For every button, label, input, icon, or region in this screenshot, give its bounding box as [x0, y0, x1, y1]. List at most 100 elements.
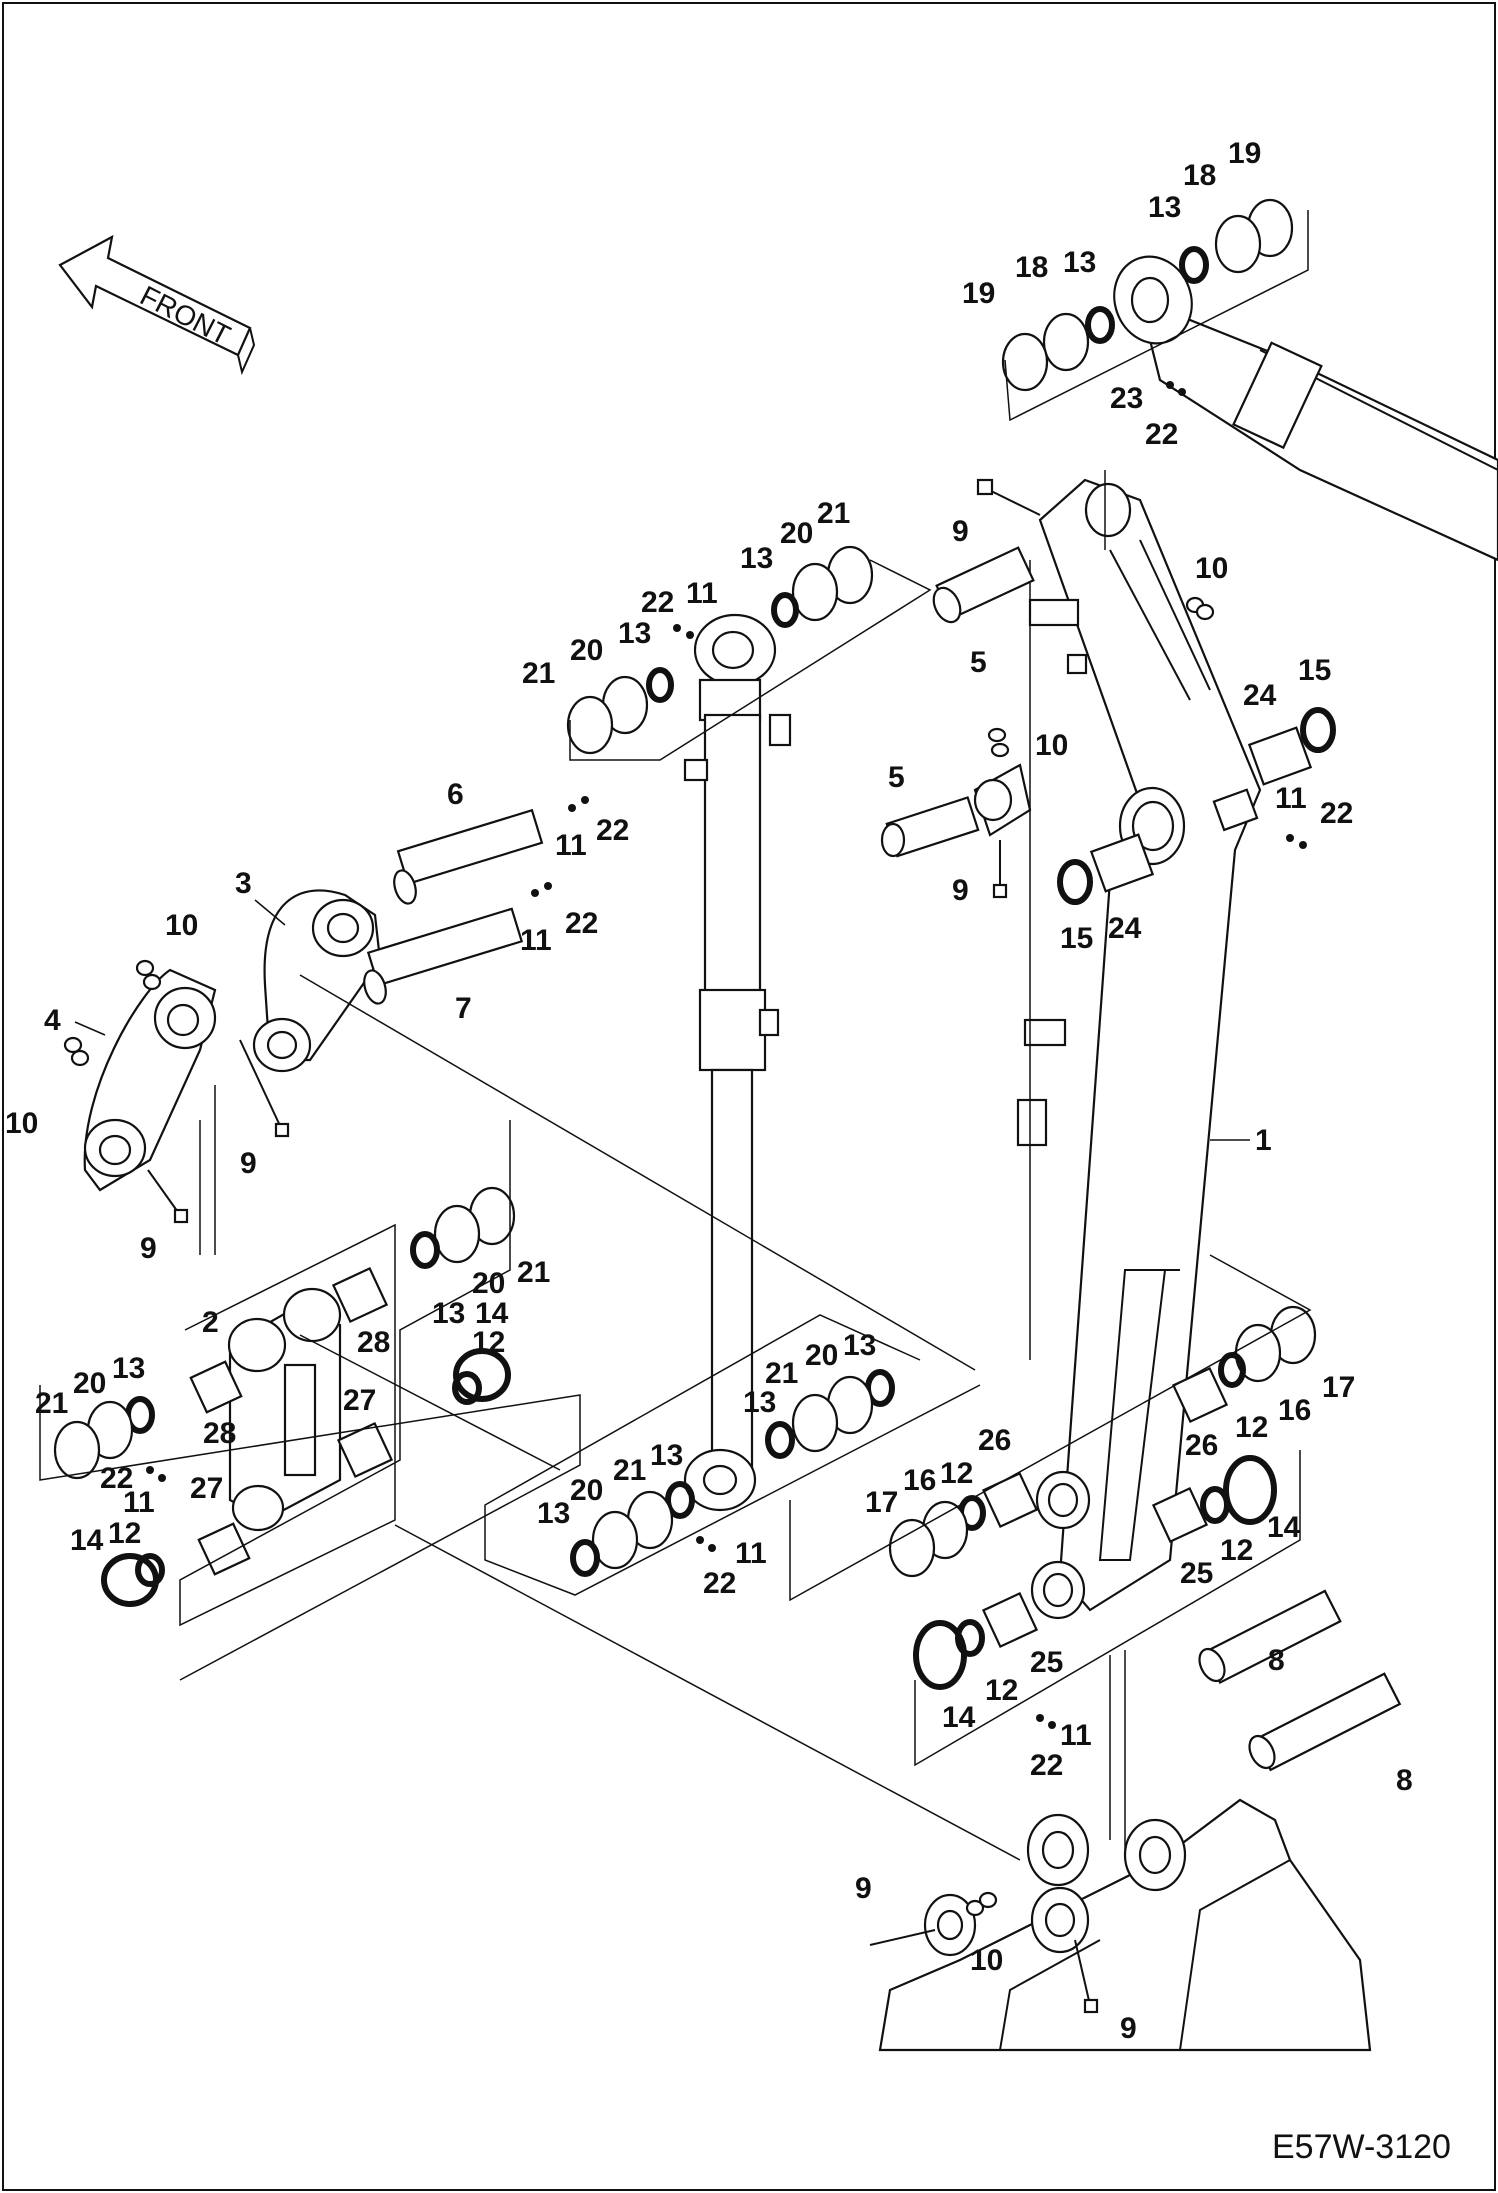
callout-17-a: 17	[1322, 1371, 1355, 1404]
callout-11-d: 11	[1275, 782, 1307, 815]
pin-5-upper	[932, 546, 1035, 624]
callout-21-c: 21	[517, 1256, 550, 1289]
callout-11-a: 11	[686, 577, 718, 610]
callout-16-b: 16	[903, 1464, 936, 1497]
callout-22-d: 22	[565, 907, 598, 940]
pins-8	[1198, 1589, 1402, 1772]
callout-22-b: 22	[641, 586, 674, 619]
callout-12-c: 12	[940, 1457, 973, 1490]
callout-2: 2	[202, 1306, 219, 1339]
callout-9-a: 9	[952, 515, 969, 548]
callout-11-f: 11	[735, 1537, 767, 1570]
pin-shims-top	[1001, 198, 1309, 422]
callout-9-d: 9	[140, 1232, 157, 1265]
callout-4: 4	[44, 1004, 61, 1037]
callout-20-c: 20	[472, 1267, 505, 1300]
callout-9-b: 9	[952, 874, 969, 907]
callout-11-b: 11	[555, 829, 587, 862]
callout-22-e: 22	[1320, 797, 1353, 830]
callout-10-e: 10	[970, 1944, 1003, 1977]
callout-23: 23	[1110, 382, 1143, 415]
boom-cylinder-rod	[1113, 255, 1498, 562]
callout-24-b: 24	[1108, 912, 1142, 945]
callout-13-f: 13	[112, 1352, 145, 1385]
shim-stack-left	[39, 1120, 581, 1681]
callout-14-c: 14	[1267, 1511, 1301, 1544]
callout-13-g: 13	[843, 1329, 876, 1362]
callout-9-c: 9	[240, 1147, 257, 1180]
callout-21-b: 21	[522, 657, 555, 690]
shim-stack-cylinder-bottom	[484, 1314, 981, 1596]
callout-20-d: 20	[73, 1367, 106, 1400]
bolt-9-upper	[976, 478, 1041, 516]
front-label: FRONT	[135, 280, 235, 351]
callout-19-a: 19	[1228, 137, 1261, 170]
nut-10	[1185, 596, 1215, 621]
callout-12-f: 12	[985, 1674, 1018, 1707]
callout-10-d: 10	[5, 1107, 38, 1140]
callout-11-g: 11	[1060, 1719, 1092, 1752]
callout-12-d: 12	[1235, 1411, 1268, 1444]
callout-20-b: 20	[570, 634, 603, 667]
callout-20-a: 20	[780, 517, 813, 550]
callout-3: 3	[235, 867, 252, 900]
callout-8-b: 8	[1396, 1764, 1413, 1797]
callout-25-a: 25	[1180, 1557, 1213, 1590]
callout-12-b: 12	[108, 1517, 141, 1550]
front-arrow: FRONT	[58, 234, 256, 376]
callout-22-f: 22	[100, 1462, 133, 1495]
callout-9-e: 9	[855, 1872, 872, 1905]
callout-28-a: 28	[357, 1326, 390, 1359]
bucket-cylinder	[683, 613, 792, 1512]
callout-13-e: 13	[432, 1297, 465, 1330]
callout-13-c: 13	[740, 542, 773, 575]
callout-9-f: 9	[1120, 2012, 1137, 2045]
callout-13-d: 13	[618, 617, 651, 650]
callout-15-a: 15	[1298, 654, 1331, 687]
split-pins	[146, 381, 1307, 1729]
callout-10-b: 10	[1035, 729, 1068, 762]
callout-6: 6	[447, 778, 464, 811]
callout-22-c: 22	[596, 814, 629, 847]
callout-13-h: 13	[743, 1386, 776, 1419]
callout-21-d: 21	[35, 1387, 68, 1420]
callout-1: 1	[1255, 1124, 1272, 1157]
drawing-code: E57W-3120	[1272, 2128, 1451, 2166]
callout-13-i: 13	[650, 1439, 683, 1472]
callout-16-a: 16	[1278, 1394, 1311, 1427]
callout-13-a: 13	[1148, 191, 1181, 224]
callout-22-g: 22	[703, 1567, 736, 1600]
callout-13-b: 13	[1063, 246, 1096, 279]
callout-10-c: 10	[165, 909, 198, 942]
bushing-24-15	[1057, 707, 1336, 905]
callout-20-f: 20	[570, 1474, 603, 1507]
callout-18-b: 18	[1015, 251, 1048, 284]
callout-24-a: 24	[1243, 679, 1277, 712]
callout-21-e: 21	[765, 1357, 798, 1390]
callout-28-b: 28	[203, 1417, 236, 1450]
callout-14-d: 14	[942, 1701, 976, 1734]
shim-stack-right	[789, 1254, 1317, 1767]
callout-8-a: 8	[1268, 1644, 1285, 1677]
link-part-4	[63, 959, 290, 1224]
callout-12-e: 12	[1220, 1534, 1253, 1567]
callout-27-a: 27	[343, 1384, 376, 1417]
callout-13-j: 13	[537, 1497, 570, 1530]
callout-21-a: 21	[817, 497, 850, 530]
callout-22-a: 22	[1145, 418, 1178, 451]
callout-labels: 1 2 3 4 5 5 6 7 8 8 9 9 9 9 9 9 10 10 10…	[5, 137, 1413, 2045]
callout-26-b: 26	[978, 1424, 1011, 1457]
callout-14-b: 14	[70, 1524, 104, 1557]
link-assembly-2	[189, 1266, 394, 1576]
callout-5-upper: 5	[970, 646, 987, 679]
callout-7: 7	[455, 992, 472, 1025]
shim-stack-cylinder-top	[566, 545, 932, 761]
callout-22-h: 22	[1030, 1749, 1063, 1782]
callout-11-c: 11	[520, 924, 552, 957]
callout-25-b: 25	[1030, 1646, 1063, 1679]
arm-part-1	[1016, 478, 1262, 1620]
callout-27-b: 27	[190, 1472, 223, 1505]
callout-17-b: 17	[865, 1486, 898, 1519]
